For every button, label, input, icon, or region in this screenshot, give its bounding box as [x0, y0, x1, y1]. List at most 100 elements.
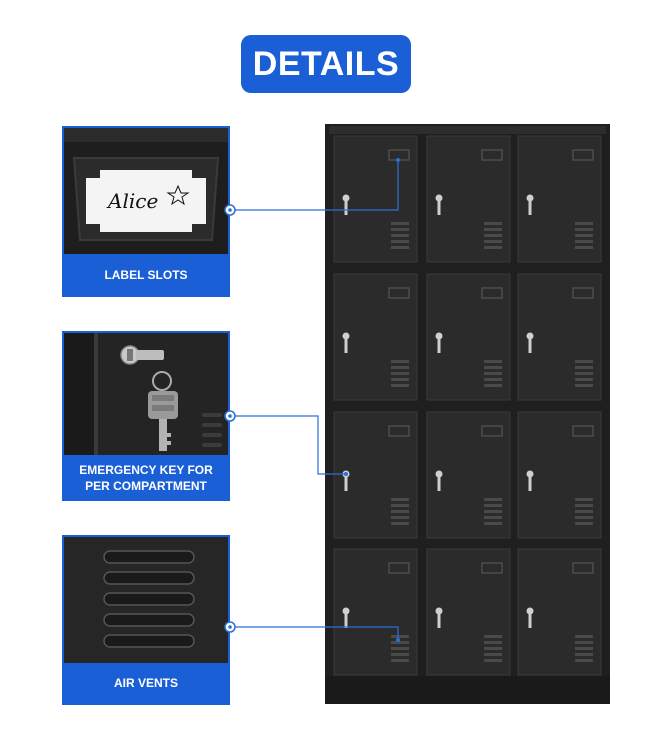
label-slot [481, 149, 503, 161]
locker-cabinet [325, 124, 610, 704]
vent-slot [391, 234, 409, 237]
label-slot [481, 562, 503, 574]
vent-slot [391, 641, 409, 644]
lock-icon [435, 332, 443, 340]
vent-slot [484, 498, 502, 501]
lock-icon [435, 470, 443, 478]
label-slot [388, 425, 410, 437]
vent-slot [575, 366, 593, 369]
vent-slot [484, 659, 502, 662]
vent-slot [484, 246, 502, 249]
vent-slot [575, 641, 593, 644]
vent-slot [391, 653, 409, 656]
cabinet-base [325, 676, 610, 704]
key-icon [437, 477, 441, 491]
label-slot [388, 287, 410, 299]
vent-slot [484, 635, 502, 638]
vent-slot [391, 240, 409, 243]
vent-slot [391, 516, 409, 519]
vent-slot [484, 653, 502, 656]
emergency-key-photo [64, 333, 228, 455]
emergency-key-caption: EMERGENCY KEY FOR PER COMPARTMENT [79, 463, 213, 493]
key-icon [528, 201, 532, 215]
label-slot [481, 287, 503, 299]
lock-icon [342, 332, 350, 340]
lock-icon [435, 607, 443, 615]
vent-slot [484, 360, 502, 363]
vent-slot [484, 504, 502, 507]
vent-slot [575, 653, 593, 656]
vent-slot [484, 641, 502, 644]
vent-slot [391, 659, 409, 662]
label-slot [572, 149, 594, 161]
vent-slot [575, 240, 593, 243]
lock-icon [342, 607, 350, 615]
vent-slot [391, 498, 409, 501]
vent-slot [575, 378, 593, 381]
label-handwriting: Alice [106, 189, 158, 213]
label-slots-card: Alice LABEL SLOTS [62, 126, 230, 297]
key-icon [528, 614, 532, 628]
lock-icon [526, 194, 534, 202]
vent-slot [391, 384, 409, 387]
label-slots-caption: LABEL SLOTS [104, 267, 188, 282]
vent-slot [391, 504, 409, 507]
vent-slot [391, 228, 409, 231]
vent-slot [484, 647, 502, 650]
key-icon [528, 339, 532, 353]
lock-icon [526, 332, 534, 340]
vent-slot [484, 222, 502, 225]
vent-slot [575, 659, 593, 662]
key-icon [344, 201, 348, 215]
vent-slot [575, 647, 593, 650]
key-icon [437, 339, 441, 353]
details-title: DETAILS [241, 35, 411, 93]
vent-slot [575, 372, 593, 375]
vent-slot [484, 372, 502, 375]
air-vents-caption: AIR VENTS [113, 676, 178, 690]
vent-slot [391, 647, 409, 650]
key-icon [528, 477, 532, 491]
lock-icon [526, 607, 534, 615]
label-slot [572, 287, 594, 299]
label-slot [572, 425, 594, 437]
key-icon [344, 614, 348, 628]
lock-icon [526, 470, 534, 478]
vent-slot [575, 504, 593, 507]
vent-slot [391, 360, 409, 363]
label-slot [481, 425, 503, 437]
vent-slot [391, 372, 409, 375]
vent-slot [391, 378, 409, 381]
vent-slot [575, 516, 593, 519]
vent-slot [484, 384, 502, 387]
vent-slot [484, 366, 502, 369]
air-vents-photo [64, 537, 228, 663]
emergency-key-card: EMERGENCY KEY FOR PER COMPARTMENT [62, 331, 230, 501]
vent-slot [484, 510, 502, 513]
vent-slot [575, 510, 593, 513]
vent-slot [484, 240, 502, 243]
lock-icon [342, 194, 350, 202]
vent-slot [484, 228, 502, 231]
vent-slot [391, 246, 409, 249]
vent-slot [575, 522, 593, 525]
vent-slot [391, 522, 409, 525]
vent-slot [575, 228, 593, 231]
vent-slot [391, 366, 409, 369]
vent-slot [575, 246, 593, 249]
key-icon [437, 201, 441, 215]
label-slot [388, 562, 410, 574]
key-icon [344, 339, 348, 353]
vent-slot [575, 498, 593, 501]
lock-icon [342, 470, 350, 478]
label-slot-photo: Alice [64, 128, 228, 254]
lock-icon [435, 194, 443, 202]
vent-slot [391, 222, 409, 225]
vent-slot [575, 635, 593, 638]
label-slot [572, 562, 594, 574]
vent-slot [484, 516, 502, 519]
vent-slot [575, 360, 593, 363]
vent-slot [575, 384, 593, 387]
air-vents-card: AIR VENTS [62, 535, 230, 705]
vent-slot [575, 222, 593, 225]
